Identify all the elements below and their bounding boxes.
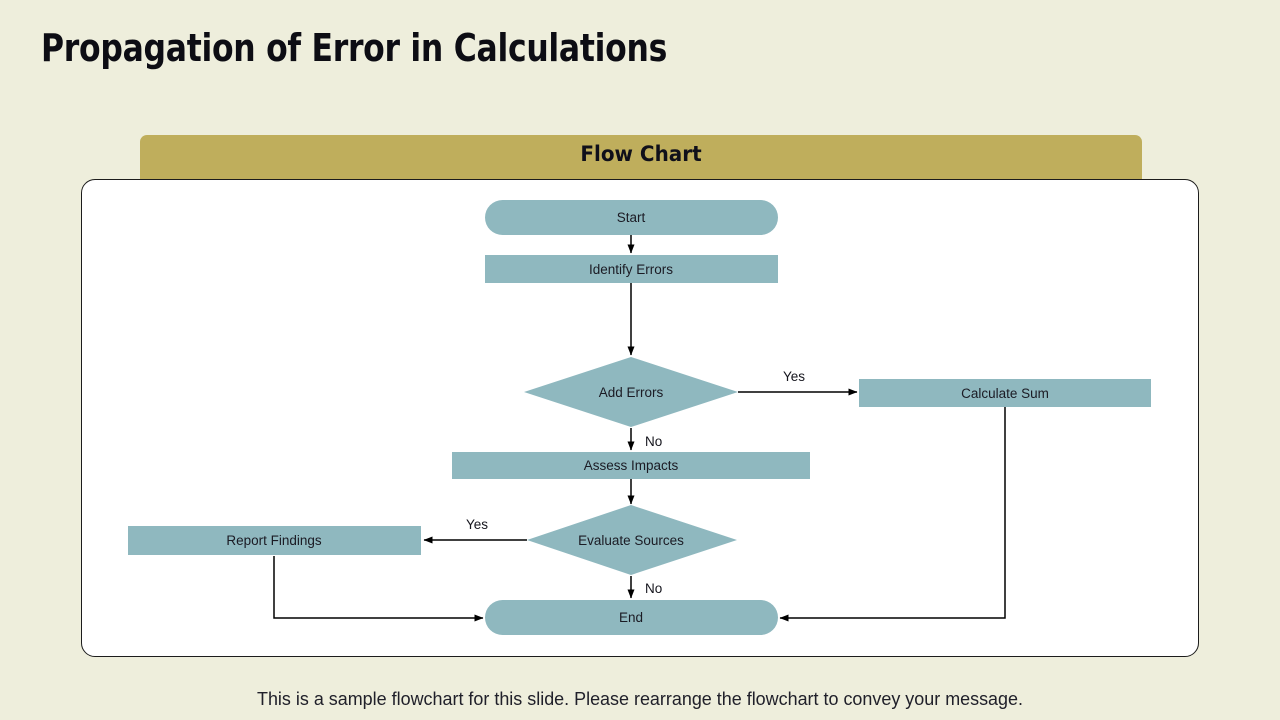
flow-node-report-findings[interactable]: Report Findings bbox=[128, 526, 421, 555]
flow-node-calculate-sum-label: Calculate Sum bbox=[961, 386, 1049, 401]
flow-node-start-shape bbox=[485, 200, 778, 235]
edge-report-findings-to-end bbox=[273, 556, 484, 622]
flow-node-report-findings-label: Report Findings bbox=[226, 533, 322, 548]
flow-node-calculate-sum[interactable]: Calculate Sum bbox=[859, 379, 1151, 407]
flow-node-identify-errors[interactable]: Identify Errors bbox=[485, 255, 778, 283]
edge-label-add-errors-no: No bbox=[645, 434, 662, 449]
flow-node-end-label: End bbox=[619, 610, 643, 625]
flow-node-end-shape bbox=[485, 600, 778, 635]
flow-node-identify-errors-label: Identify Errors bbox=[589, 262, 673, 277]
edge-label-evaluate-sources-yes: Yes bbox=[466, 517, 488, 532]
flowchart-diagram: Yes No Yes No Start Identify Errors Add … bbox=[128, 200, 1151, 635]
flow-node-add-errors-label: Add Errors bbox=[599, 385, 664, 400]
flow-node-identify-errors-shape bbox=[485, 255, 778, 283]
flow-chart-card-header: Flow Chart bbox=[140, 135, 1142, 182]
flow-node-assess-impacts-label: Assess Impacts bbox=[584, 458, 679, 473]
page-title: Propagation of Error in Calculations bbox=[41, 26, 668, 70]
flow-node-start-label: Start bbox=[617, 210, 646, 225]
slide-caption: This is a sample flowchart for this slid… bbox=[256, 688, 1023, 709]
edge-calculate-sum-to-end bbox=[779, 407, 1006, 622]
flow-node-evaluate-sources[interactable]: Evaluate Sources bbox=[527, 505, 737, 575]
flow-connectors bbox=[273, 235, 1006, 622]
flow-node-calculate-sum-shape bbox=[859, 379, 1151, 407]
flow-node-add-errors[interactable]: Add Errors bbox=[524, 357, 738, 427]
flow-node-evaluate-sources-label: Evaluate Sources bbox=[578, 533, 684, 548]
flow-chart-card-header-label: Flow Chart bbox=[580, 142, 702, 166]
edge-label-evaluate-sources-no: No bbox=[645, 581, 662, 596]
flow-node-add-errors-shape bbox=[524, 357, 738, 427]
flow-node-end[interactable]: End bbox=[485, 600, 778, 635]
flow-node-start[interactable]: Start bbox=[485, 200, 778, 235]
flow-node-assess-impacts-shape bbox=[452, 452, 810, 479]
edge-label-add-errors-yes: Yes bbox=[783, 369, 805, 384]
flow-node-evaluate-sources-shape bbox=[527, 505, 737, 575]
flow-node-report-findings-shape bbox=[128, 526, 421, 555]
flow-node-assess-impacts[interactable]: Assess Impacts bbox=[452, 452, 810, 479]
